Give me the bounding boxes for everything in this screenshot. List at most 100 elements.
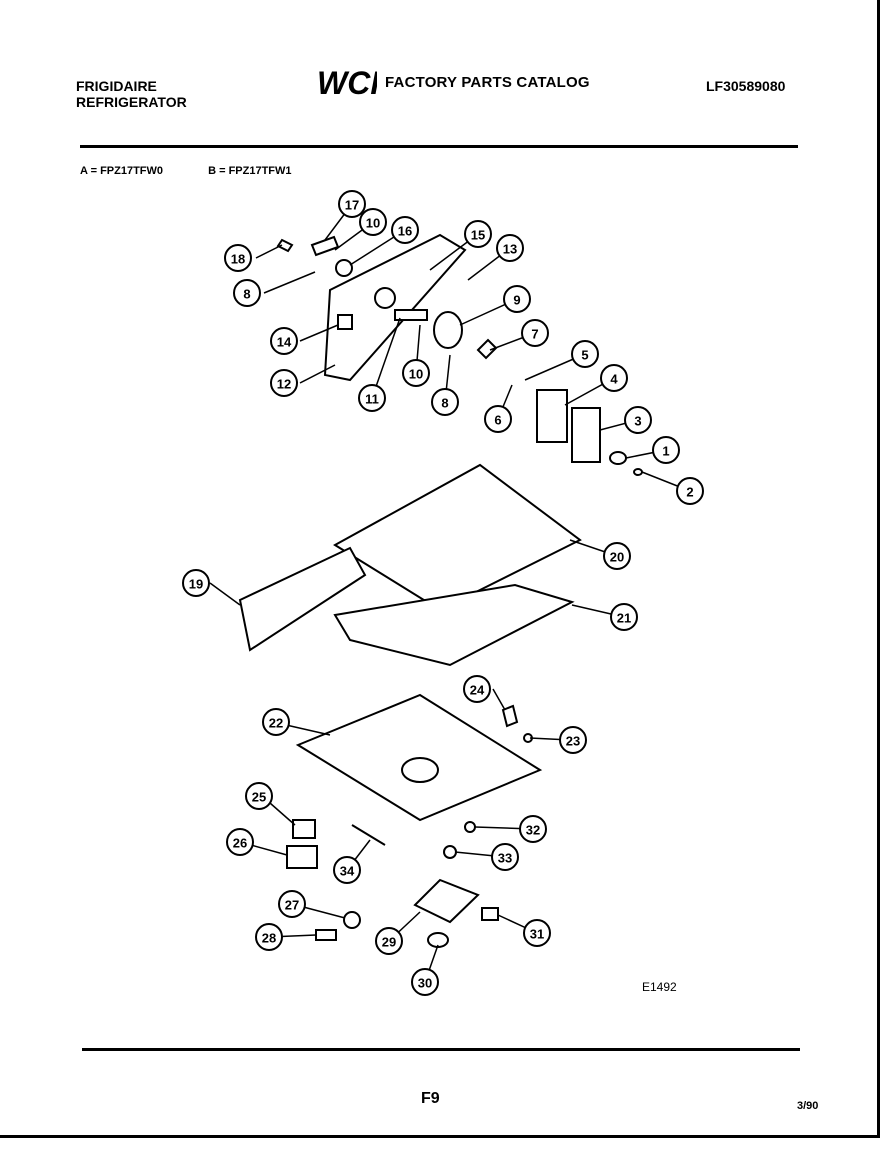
callout-34: 34 — [333, 856, 361, 884]
callout-number: 6 — [494, 413, 501, 428]
shelf-part-21 — [333, 583, 575, 667]
callout-number: 31 — [530, 927, 544, 942]
callout-9: 9 — [503, 285, 531, 313]
callout-17: 17 — [338, 190, 366, 218]
callout-circle — [270, 327, 298, 355]
callout-circle — [559, 726, 587, 754]
part-24 — [501, 704, 519, 728]
callout-circle — [676, 477, 704, 505]
callout-circle — [431, 388, 459, 416]
callout-number: 19 — [189, 577, 203, 592]
callout-number: 25 — [252, 790, 266, 805]
callout-33: 33 — [491, 843, 519, 871]
callout-number: 27 — [285, 898, 299, 913]
revision-date: 3/90 — [797, 1100, 819, 1112]
callout-28: 28 — [255, 923, 283, 951]
callout-circle — [359, 208, 387, 236]
shelf-part-19 — [238, 546, 367, 652]
callout-number: 29 — [382, 935, 396, 950]
callout-19: 19 — [182, 569, 210, 597]
part-27 — [343, 911, 361, 929]
callout-31: 31 — [523, 919, 551, 947]
part-1 — [609, 451, 627, 465]
callout-number: 16 — [398, 224, 412, 239]
callout-11: 11 — [358, 384, 386, 412]
part-30 — [427, 932, 449, 948]
callout-number: 34 — [340, 864, 355, 879]
callout-18: 18 — [224, 244, 252, 272]
callout-circle — [391, 216, 419, 244]
parts-drawing — [238, 233, 643, 948]
callout-circle — [491, 843, 519, 871]
part-32 — [464, 821, 476, 833]
callout-circle — [270, 369, 298, 397]
part-16 — [335, 259, 353, 277]
callout-number: 33 — [498, 851, 512, 866]
callout-number: 10 — [366, 216, 380, 231]
callout-number: 28 — [262, 931, 276, 946]
logo-text: WCI — [317, 66, 377, 98]
callout-number: 20 — [610, 550, 624, 565]
callout-circle — [523, 919, 551, 947]
callout-circle — [224, 244, 252, 272]
part-34 — [351, 824, 386, 846]
callout-8: 8 — [233, 279, 261, 307]
callout-4: 4 — [600, 364, 628, 392]
model-b: B = FPZ17TFW1 — [208, 165, 292, 177]
callout-number: 8 — [441, 396, 448, 411]
callout-circle — [402, 359, 430, 387]
callout-circle — [255, 923, 283, 951]
callout-20: 20 — [603, 542, 631, 570]
callout-number: 18 — [231, 252, 245, 267]
panel-slot — [394, 309, 428, 321]
callout-circle — [484, 405, 512, 433]
callout-circle — [521, 319, 549, 347]
catalog-title: FACTORY PARTS CATALOG — [385, 73, 590, 91]
callout-number: 13 — [503, 242, 517, 257]
callout-number: 10 — [409, 367, 423, 382]
catalog-header: WCI FACTORY PARTS CATALOG — [315, 66, 590, 98]
callout-circle — [411, 968, 439, 996]
callout-number: 7 — [531, 327, 538, 342]
callout-circle — [463, 675, 491, 703]
callout-26: 26 — [226, 828, 254, 856]
callout-number: 15 — [471, 228, 485, 243]
footer-rule — [82, 1048, 800, 1051]
callout-3: 3 — [624, 406, 652, 434]
part-33 — [443, 845, 457, 859]
callout-number: 17 — [345, 198, 359, 213]
product-type: REFRIGERATOR — [76, 94, 187, 110]
callout-24: 24 — [463, 675, 491, 703]
callout-number: 12 — [277, 377, 291, 392]
callout-5: 5 — [571, 340, 599, 368]
fan-motor — [433, 311, 463, 349]
catalog-number: LF30589080 — [706, 78, 786, 94]
part-3 — [571, 407, 601, 463]
wci-logo: WCI — [317, 66, 377, 98]
part-31 — [481, 907, 499, 921]
part-26 — [286, 845, 318, 869]
callout-15: 15 — [464, 220, 492, 248]
header-rule — [80, 145, 798, 148]
callout-number: 21 — [617, 611, 631, 626]
panel-hole — [374, 287, 396, 309]
diagram-code: E1492 — [642, 980, 677, 994]
callout-2: 2 — [676, 477, 704, 505]
callout-1: 1 — [652, 436, 680, 464]
page-number: F9 — [421, 1090, 440, 1107]
callout-number: 1 — [662, 444, 669, 459]
callout-10: 10 — [359, 208, 387, 236]
part-4 — [536, 389, 568, 443]
callout-circle — [333, 856, 361, 884]
evaporator-cover-panel — [323, 233, 467, 382]
callout-number: 4 — [610, 372, 618, 387]
callout-16: 16 — [391, 216, 419, 244]
panel-opening — [337, 314, 353, 330]
callout-circle — [262, 708, 290, 736]
page-frame — [0, 0, 880, 1138]
callout-number: 26 — [233, 836, 247, 851]
brand-block: FRIGIDAIRE REFRIGERATOR — [76, 78, 187, 110]
callout-circle — [245, 782, 273, 810]
callout-circle — [358, 384, 386, 412]
